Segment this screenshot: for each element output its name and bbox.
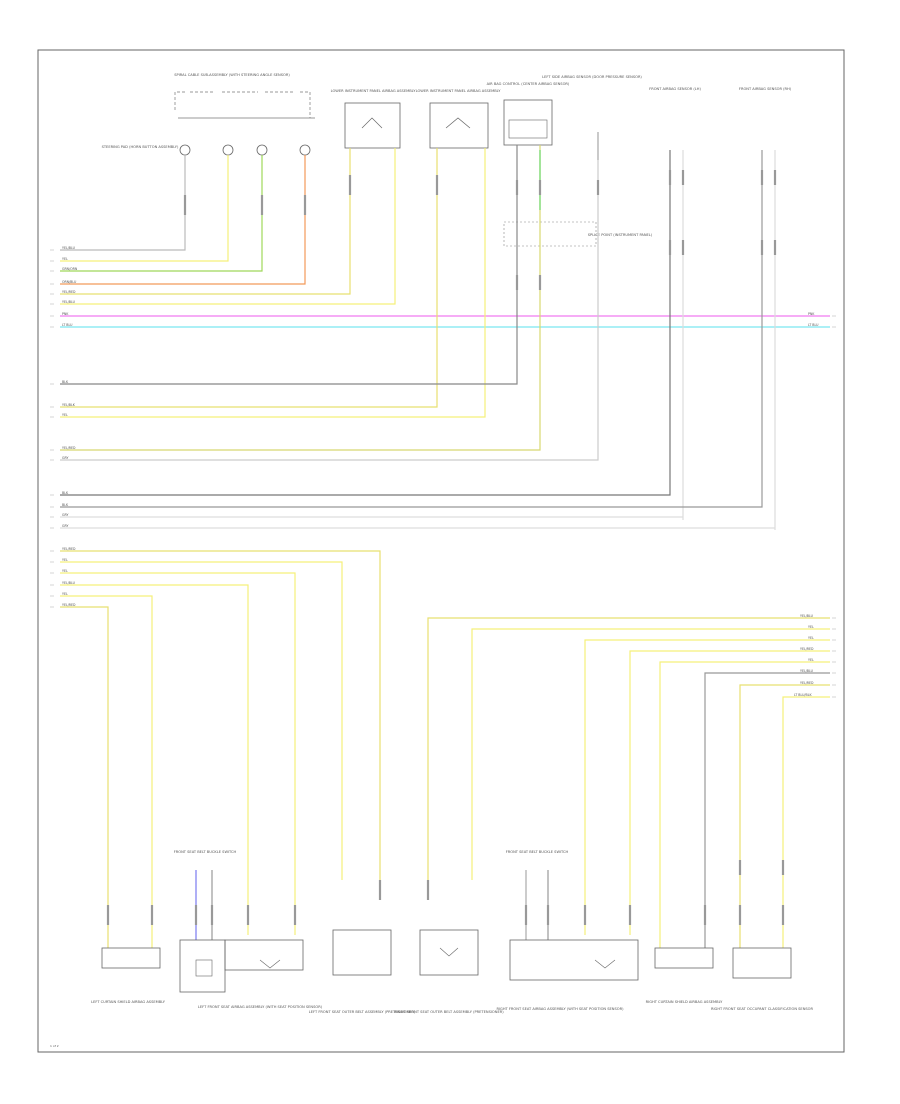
left-seatbelt-label: LEFT FRONT SEAT OUTER BELT ASSEMBLY (PRE… (309, 1010, 416, 1014)
wire-label: YEL (62, 569, 68, 573)
wire-label: YEL/BLU (62, 581, 76, 585)
right-curtain-label: RIGHT CURTAIN SHIELD AIRBAG ASSEMBLY (646, 1000, 723, 1004)
wire-label: BLK (62, 491, 69, 495)
wire-label: GRY (62, 456, 68, 460)
left-buckle-switch: FRONT SEAT BELT BUCKLE SWITCH (174, 850, 237, 993)
wire-label: GRN/ORN (62, 267, 78, 271)
wire-label: YEL/BLU (800, 614, 814, 618)
top-wires (60, 145, 830, 530)
wire-label: YEL/RED (62, 547, 76, 551)
right-front-seat-label: RIGHT FRONT SEAT AIRBAG ASSEMBLY (WITH S… (496, 1007, 624, 1011)
front-airbag-sensor-left: FRONT AIRBAG SENSOR (LH) (649, 87, 701, 91)
left-seatbelt-pretensioner: LEFT FRONT SEAT OUTER BELT ASSEMBLY (PRE… (309, 929, 416, 1014)
bottom-wires (60, 550, 830, 948)
right-wire-labels: PNK LT BLU YEL/BLU YEL YEL YEL/RED YEL Y… (794, 312, 819, 697)
wire-label: YEL/RED (62, 446, 76, 450)
wire-label: YEL (62, 257, 68, 261)
wire-label: YEL (808, 636, 814, 640)
right-buckle-label: FRONT SEAT BELT BUCKLE SWITCH (506, 850, 569, 854)
left-wire-labels: YEL/BLU YEL GRN/ORN ORN/BLU YEL/RED YEL/… (62, 246, 78, 607)
lower-ip-airbag-left: LOWER INSTRUMENT PANEL AIRBAG ASSEMBLY (331, 89, 417, 149)
left-front-seat-airbag: LEFT FRONT SEAT AIRBAG ASSEMBLY (WITH SE… (198, 939, 323, 1009)
page-tag: 1 of 2 (50, 1044, 59, 1048)
front-airbag-sensor-right: FRONT AIRBAG SENSOR (RH) (739, 87, 792, 91)
wire-label: YEL/BLU (62, 300, 76, 304)
lower-ip-airbag-left-label: LOWER INSTRUMENT PANEL AIRBAG ASSEMBLY (331, 89, 417, 93)
wire-label: YEL/RED (800, 681, 814, 685)
left-front-seat-label: LEFT FRONT SEAT AIRBAG ASSEMBLY (WITH SE… (198, 1005, 323, 1009)
right-occupant-label: RIGHT FRONT SEAT OCCUPANT CLASSIFICATION… (711, 1007, 814, 1011)
wire-label: GRY (62, 524, 68, 528)
wire-label: YEL (62, 558, 68, 562)
wire-label: YEL/BLU (800, 669, 814, 673)
left-pin-ticks (50, 249, 54, 608)
wire-label: GRY (62, 513, 68, 517)
front-sensor-right-label: FRONT AIRBAG SENSOR (RH) (739, 87, 792, 91)
spiral-cable: SPIRAL CABLE SUB-ASSEMBLY (WITH STEERING… (102, 73, 315, 156)
splice-point: SPLICE POINT (INSTRUMENT PANEL) (503, 221, 653, 247)
wire-label: YEL (62, 592, 68, 596)
splice-point-label: SPLICE POINT (INSTRUMENT PANEL) (588, 233, 653, 237)
wire-label: YEL/BLK (62, 403, 76, 407)
wire-label: YEL (808, 658, 814, 662)
right-seatbelt-label: RIGHT FRONT SEAT OUTER BELT ASSEMBLY (PR… (394, 1010, 504, 1014)
lower-ip-airbag-right-label: LOWER INSTRUMENT PANEL AIRBAG ASSEMBLY (416, 89, 502, 93)
wire-label: YEL/RED (62, 603, 76, 607)
left-side-sensor-label: LEFT SIDE AIRBAG SENSOR (DOOR PRESSURE S… (542, 75, 642, 79)
left-curtain-label: LEFT CURTAIN SHIELD AIRBAG ASSEMBLY (91, 1000, 166, 1004)
right-buckle-switch: FRONT SEAT BELT BUCKLE SWITCH (506, 850, 569, 854)
wire-label: YEL (808, 625, 814, 629)
steering-pad-label: STEERING PAD (HORN BUTTON ASSEMBLY) (102, 145, 179, 149)
wire-label: YEL/RED (800, 647, 814, 651)
wire-label: YEL/BLU (62, 246, 76, 250)
bottom-connector-marks (106, 860, 785, 925)
right-occupant-sensor: RIGHT FRONT SEAT OCCUPANT CLASSIFICATION… (711, 947, 814, 1011)
wire-label: ORN/BLU (62, 280, 77, 284)
left-buckle-label: FRONT SEAT BELT BUCKLE SWITCH (174, 850, 237, 854)
wire-label: BLK (62, 380, 69, 384)
airbag-control-label: AIR BAG CONTROL (CENTER AIRBAG SENSOR) (487, 82, 570, 86)
right-curtain-airbag: RIGHT CURTAIN SHIELD AIRBAG ASSEMBLY (646, 947, 723, 1004)
wire-label: PNK (808, 312, 815, 316)
left-side-sensor: LEFT SIDE AIRBAG SENSOR (DOOR PRESSURE S… (542, 75, 642, 160)
spiral-cable-label: SPIRAL CABLE SUB-ASSEMBLY (WITH STEERING… (174, 73, 290, 77)
right-front-seat-airbag: RIGHT FRONT SEAT AIRBAG ASSEMBLY (WITH S… (496, 939, 639, 1011)
wire-label: LT BLU (62, 323, 73, 327)
top-components: SPIRAL CABLE SUB-ASSEMBLY (WITH STEERING… (102, 73, 792, 160)
wire-label: LT BLU (808, 323, 819, 327)
wire-label: YEL (62, 413, 68, 417)
wire-label: LT BLU/BLK (794, 693, 812, 697)
wire-label: PNK (62, 312, 69, 316)
bottom-components: LEFT CURTAIN SHIELD AIRBAG ASSEMBLY FRON… (91, 850, 813, 1014)
airbag-control-module: AIR BAG CONTROL (CENTER AIRBAG SENSOR) (487, 82, 570, 146)
wire-label: YEL/RED (62, 290, 76, 294)
right-pin-ticks (832, 315, 836, 698)
connector-marks (183, 170, 777, 290)
lower-ip-airbag-right: LOWER INSTRUMENT PANEL AIRBAG ASSEMBLY (416, 89, 502, 149)
wire-label: BLK (62, 503, 69, 507)
left-curtain-airbag: LEFT CURTAIN SHIELD AIRBAG ASSEMBLY (91, 947, 166, 1004)
diagram-frame (37, 49, 845, 1053)
right-seatbelt-pretensioner: RIGHT FRONT SEAT OUTER BELT ASSEMBLY (PR… (394, 929, 504, 1014)
front-sensor-left-label: FRONT AIRBAG SENSOR (LH) (649, 87, 701, 91)
